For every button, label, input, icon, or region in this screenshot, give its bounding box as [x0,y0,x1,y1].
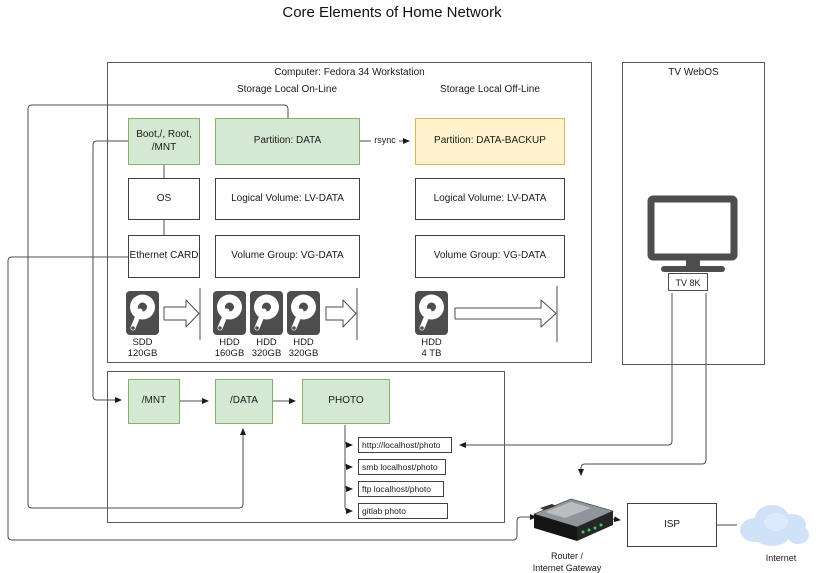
disk-label-hdd-320gb: HDD 320GB [251,337,282,359]
connector-tv-to-router [578,293,707,476]
connector-photo-to-gitlab [344,505,353,514]
connector-tv-to-http [459,293,673,448]
partition-data-backup-box: Partition: DATA-BACKUP [415,118,565,165]
photo-box: PHOTO [302,379,390,424]
disk-label-hdd-4tb: HDD 4 TB [421,337,442,359]
connector-photo-to-ftp [344,483,353,492]
storage-offline-label: Storage Local Off-Line [440,84,540,95]
connector-photo-to-http [344,439,353,448]
computer-box-label: Computer: Fedora 34 Workstation [274,67,425,78]
lv-data-offline-box: Logical Volume: LV-DATA [415,178,565,220]
tv-webos-label: TV WebOS [668,67,719,78]
ftp-link-box: ftp localhost/photo [358,481,444,497]
smb-link-box: smb localhost/photo [358,459,446,475]
block-arrow [454,299,557,328]
router-icon [533,498,614,541]
rsync-label: rsync [371,135,399,145]
partition-data-box: Partition: DATA [215,118,360,165]
connector-boot-to-mnt [92,140,128,403]
internet-cloud-icon [740,505,809,546]
mnt-box: /MNT [128,379,180,424]
disk-label-hdd-320gb: HDD 320GB [288,337,319,359]
block-arrow [325,299,357,328]
lv-data-online-box: Logical Volume: LV-DATA [215,178,360,220]
internet-label: Internet [765,553,797,563]
ethernet-card-box: Ethernet CARD [128,235,200,278]
connector-photo-to-smb [344,461,353,470]
vg-data-offline-box: Volume Group: VG-DATA [415,235,565,278]
connector-partition-to-data-dir [27,104,289,509]
data-box: /DATA [215,379,273,424]
diagram-title: Core Elements of Home Network [282,4,502,21]
tv-8k-box: TV 8K [668,273,708,291]
computer-box [107,62,592,363]
tv-webos-box [622,62,765,365]
router-label: Router / Internet Gateway [532,551,602,573]
vg-data-online-box: Volume Group: VG-DATA [215,235,360,278]
connector-ethernet-to-router [7,256,537,541]
http-link-box: http://localhost/photo [358,437,452,453]
isp-box: ISP [627,503,717,547]
disk-label-hdd-160gb: HDD 160GB [214,337,245,359]
block-arrow [163,299,200,328]
disk-label-sdd-120gb: SDD 120GB [127,337,158,359]
storage-online-label: Storage Local On-Line [236,84,338,95]
boot-root-mnt-box: Boot,/, Root, /MNT [128,118,200,165]
os-box: OS [128,178,200,220]
directory-box [107,371,505,523]
gitlab-link-box: gitlab photo [358,503,448,519]
tv-icon [647,195,738,272]
